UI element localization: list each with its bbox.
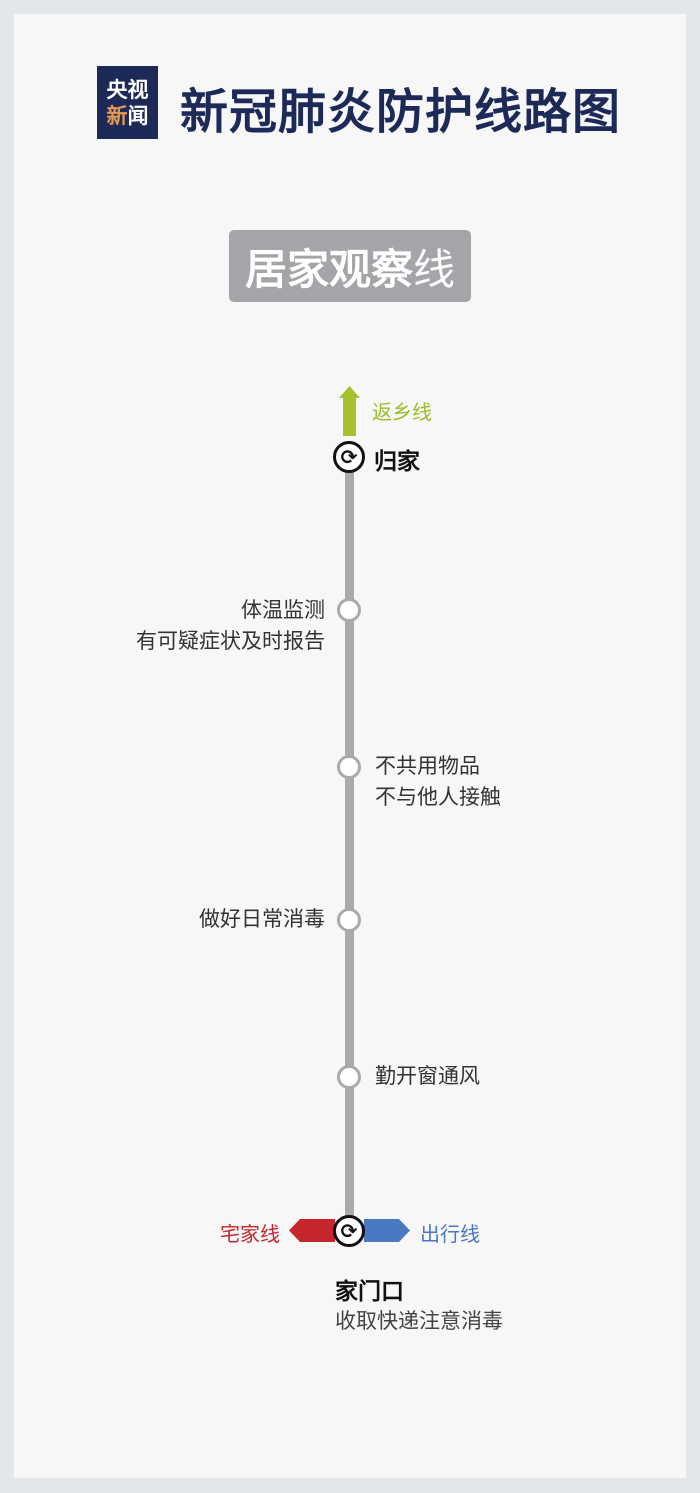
return-home-arrow: [339, 386, 360, 436]
stop-marker: [337, 908, 361, 932]
stop-label: 勤开窗通风: [375, 1061, 480, 1092]
station-note: 收取快递注意消毒: [335, 1309, 503, 1333]
stop-marker: [337, 755, 361, 779]
stop-label-line: 不与他人接触: [375, 785, 501, 809]
cctv-news-logo: 央视 新闻: [97, 66, 158, 139]
logo-char-white: 闻: [127, 103, 149, 128]
stop-label: 做好日常消毒: [199, 904, 325, 935]
stop-label: 不共用物品不与他人接触: [375, 751, 501, 813]
title-bold: 防护线路图: [376, 84, 622, 140]
title-regular: 新冠肺炎: [180, 84, 377, 140]
branch-label-go-out: 出行线: [420, 1222, 480, 1246]
stay-home-arrow: [289, 1219, 335, 1242]
stop-label: 体温监测有可疑症状及时报告: [136, 595, 325, 657]
transfer-icon: ⟳: [333, 1215, 365, 1247]
line-name-badge: 居家观察线: [229, 230, 471, 302]
stop-marker: [337, 598, 361, 622]
logo-char-orange: 新: [106, 103, 128, 128]
stop-label-line: 体温监测: [241, 598, 325, 622]
stop-label-line: 不共用物品: [375, 754, 480, 778]
transfer-icon: ⟳: [333, 441, 365, 473]
logo-text-top: 央视: [106, 77, 149, 102]
branch-label-return: 返乡线: [372, 400, 432, 424]
stop-label-line: 勤开窗通风: [375, 1064, 480, 1088]
station-home: 归家: [374, 449, 420, 475]
page-title: 新冠肺炎防护线路图: [180, 72, 621, 142]
track-line: [345, 470, 354, 1220]
station-doorway: 家门口: [335, 1279, 404, 1305]
stop-marker: [337, 1065, 361, 1089]
badge-bold: 居家观察: [244, 244, 413, 294]
go-out-arrow: [364, 1219, 410, 1242]
logo-text-bottom: 新闻: [107, 103, 149, 129]
stop-label-line: 有可疑症状及时报告: [136, 629, 325, 653]
branch-label-stay-home: 宅家线: [220, 1222, 280, 1246]
stop-label-line: 做好日常消毒: [199, 907, 325, 931]
badge-thin: 线: [413, 244, 456, 294]
